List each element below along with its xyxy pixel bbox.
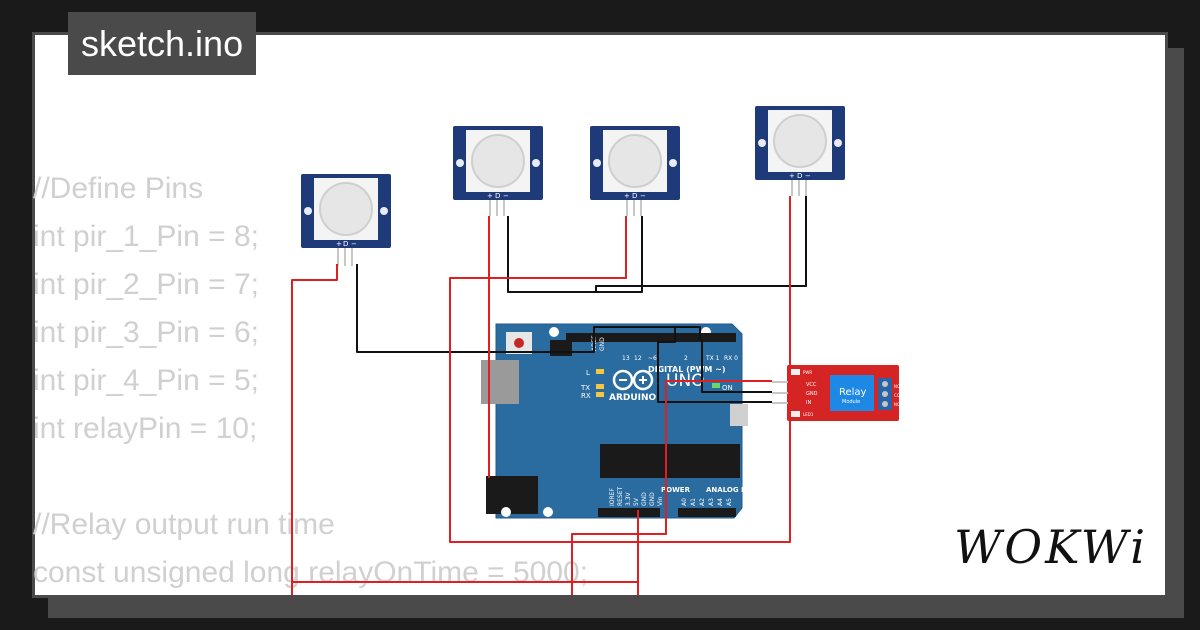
led-label-l: L xyxy=(586,369,590,377)
analog-pin-label: A3 xyxy=(708,498,715,506)
power-pin-label: GND xyxy=(649,492,656,506)
wire-black[interactable] xyxy=(595,196,807,292)
analog-pin-label: A5 xyxy=(726,498,733,506)
power-pin-label: 3.3V xyxy=(625,491,632,506)
relay-led-label: PWR xyxy=(803,370,812,375)
file-title: sketch.ino xyxy=(68,12,257,75)
pir-pin-label: D xyxy=(343,240,348,248)
analog-header: ANALOG IN xyxy=(706,486,750,494)
digital-pin-label: 13 xyxy=(622,355,630,362)
pir-pin-label: − xyxy=(503,192,509,200)
on-label: ON xyxy=(722,384,733,392)
wire-black[interactable] xyxy=(356,264,701,353)
pir-pin-label: + xyxy=(487,192,493,200)
pir-pin-label: − xyxy=(805,172,811,180)
analog-pin-label: A2 xyxy=(699,498,706,506)
relay-terminal-label: NC xyxy=(894,384,900,389)
power-pin-label: Vin xyxy=(657,496,664,506)
wire-black[interactable] xyxy=(657,327,772,403)
pir-pin-label: − xyxy=(351,240,357,248)
digital-pin-label: TX 1 xyxy=(705,355,720,362)
relay-led-label: LED1 xyxy=(803,412,814,417)
pir-pin-label: + xyxy=(336,240,342,248)
relay-pin-label: IN xyxy=(806,400,811,406)
code-line: //Define Pins xyxy=(33,172,204,205)
relay-module[interactable]: Relay Module VCC GND IN PWR LED1 NC COM … xyxy=(772,365,904,421)
pir-pin-label: + xyxy=(789,172,795,180)
power-pin-label: IOREF xyxy=(609,488,616,506)
relay-sublabel: Module xyxy=(842,399,860,405)
power-pin-label: GND xyxy=(641,492,648,506)
board-logo-text: ARDUINO xyxy=(609,393,657,403)
analog-pin-label: A4 xyxy=(717,498,724,506)
pir-sensor-1[interactable]: + D − xyxy=(301,174,391,266)
gnd-label: GND xyxy=(599,337,606,351)
relay-terminal-label: COM xyxy=(894,393,904,398)
pir-pin-label: − xyxy=(640,192,646,200)
arduino-uno-board[interactable]: AREF GND 13 12 ~6 2 TX 1 RX 0 DIGITAL (P… xyxy=(481,323,750,519)
digital-pin-label: RX 0 xyxy=(724,355,738,362)
code-line: int pir_4_Pin = 5; xyxy=(33,364,259,397)
wire-black[interactable] xyxy=(507,216,643,293)
digital-pin-label: 12 xyxy=(634,355,642,362)
wokwi-logo: WOKWi xyxy=(954,520,1148,574)
wire-black[interactable] xyxy=(701,340,772,393)
pir-pin-label: + xyxy=(624,192,630,200)
digital-header: DIGITAL (PWM ~) xyxy=(648,365,726,374)
pir-sensor-4[interactable]: + D − xyxy=(755,106,845,196)
pir-sensor-3[interactable]: + D − xyxy=(590,126,680,216)
pir-pin-label: D xyxy=(495,192,500,200)
arduino-logo-icon xyxy=(612,369,654,391)
led-label-rx: RX xyxy=(581,392,591,400)
code-line: int pir_3_Pin = 6; xyxy=(33,316,259,349)
wire-red[interactable] xyxy=(571,380,772,598)
wire-red[interactable] xyxy=(291,264,338,598)
pir-sensor-2[interactable]: + D − xyxy=(453,126,543,216)
wire-red[interactable] xyxy=(292,510,639,583)
code-line: int pir_2_Pin = 7; xyxy=(33,268,259,301)
relay-pin-label: VCC xyxy=(806,382,817,388)
wire-red[interactable] xyxy=(449,196,791,543)
relay-pin-label: GND xyxy=(806,391,818,397)
power-pin-label: RESET xyxy=(617,486,624,506)
pir-pin-label: D xyxy=(797,172,802,180)
code-line: int pir_1_Pin = 8; xyxy=(33,220,259,253)
code-line: //Relay output run time xyxy=(33,508,335,541)
code-preview: //Define Pins int pir_1_Pin = 8; int pir_2… xyxy=(33,165,588,597)
relay-label: Relay xyxy=(839,387,867,398)
code-line: const unsigned long relayOnTime = 5000; xyxy=(33,556,589,589)
analog-pin-label: A1 xyxy=(690,498,697,506)
wires xyxy=(291,196,807,598)
digital-pin-label: ~6 xyxy=(648,355,657,362)
led-label-tx: TX xyxy=(580,384,590,392)
code-line: int relayPin = 10; xyxy=(33,412,258,445)
power-pin-label: 5V xyxy=(633,497,640,506)
digital-pin-label: 2 xyxy=(684,355,688,362)
relay-terminal-label: NO xyxy=(894,402,900,407)
pir-pin-label: D xyxy=(632,192,637,200)
analog-pin-label: A0 xyxy=(681,498,688,506)
power-header: POWER xyxy=(661,486,691,494)
